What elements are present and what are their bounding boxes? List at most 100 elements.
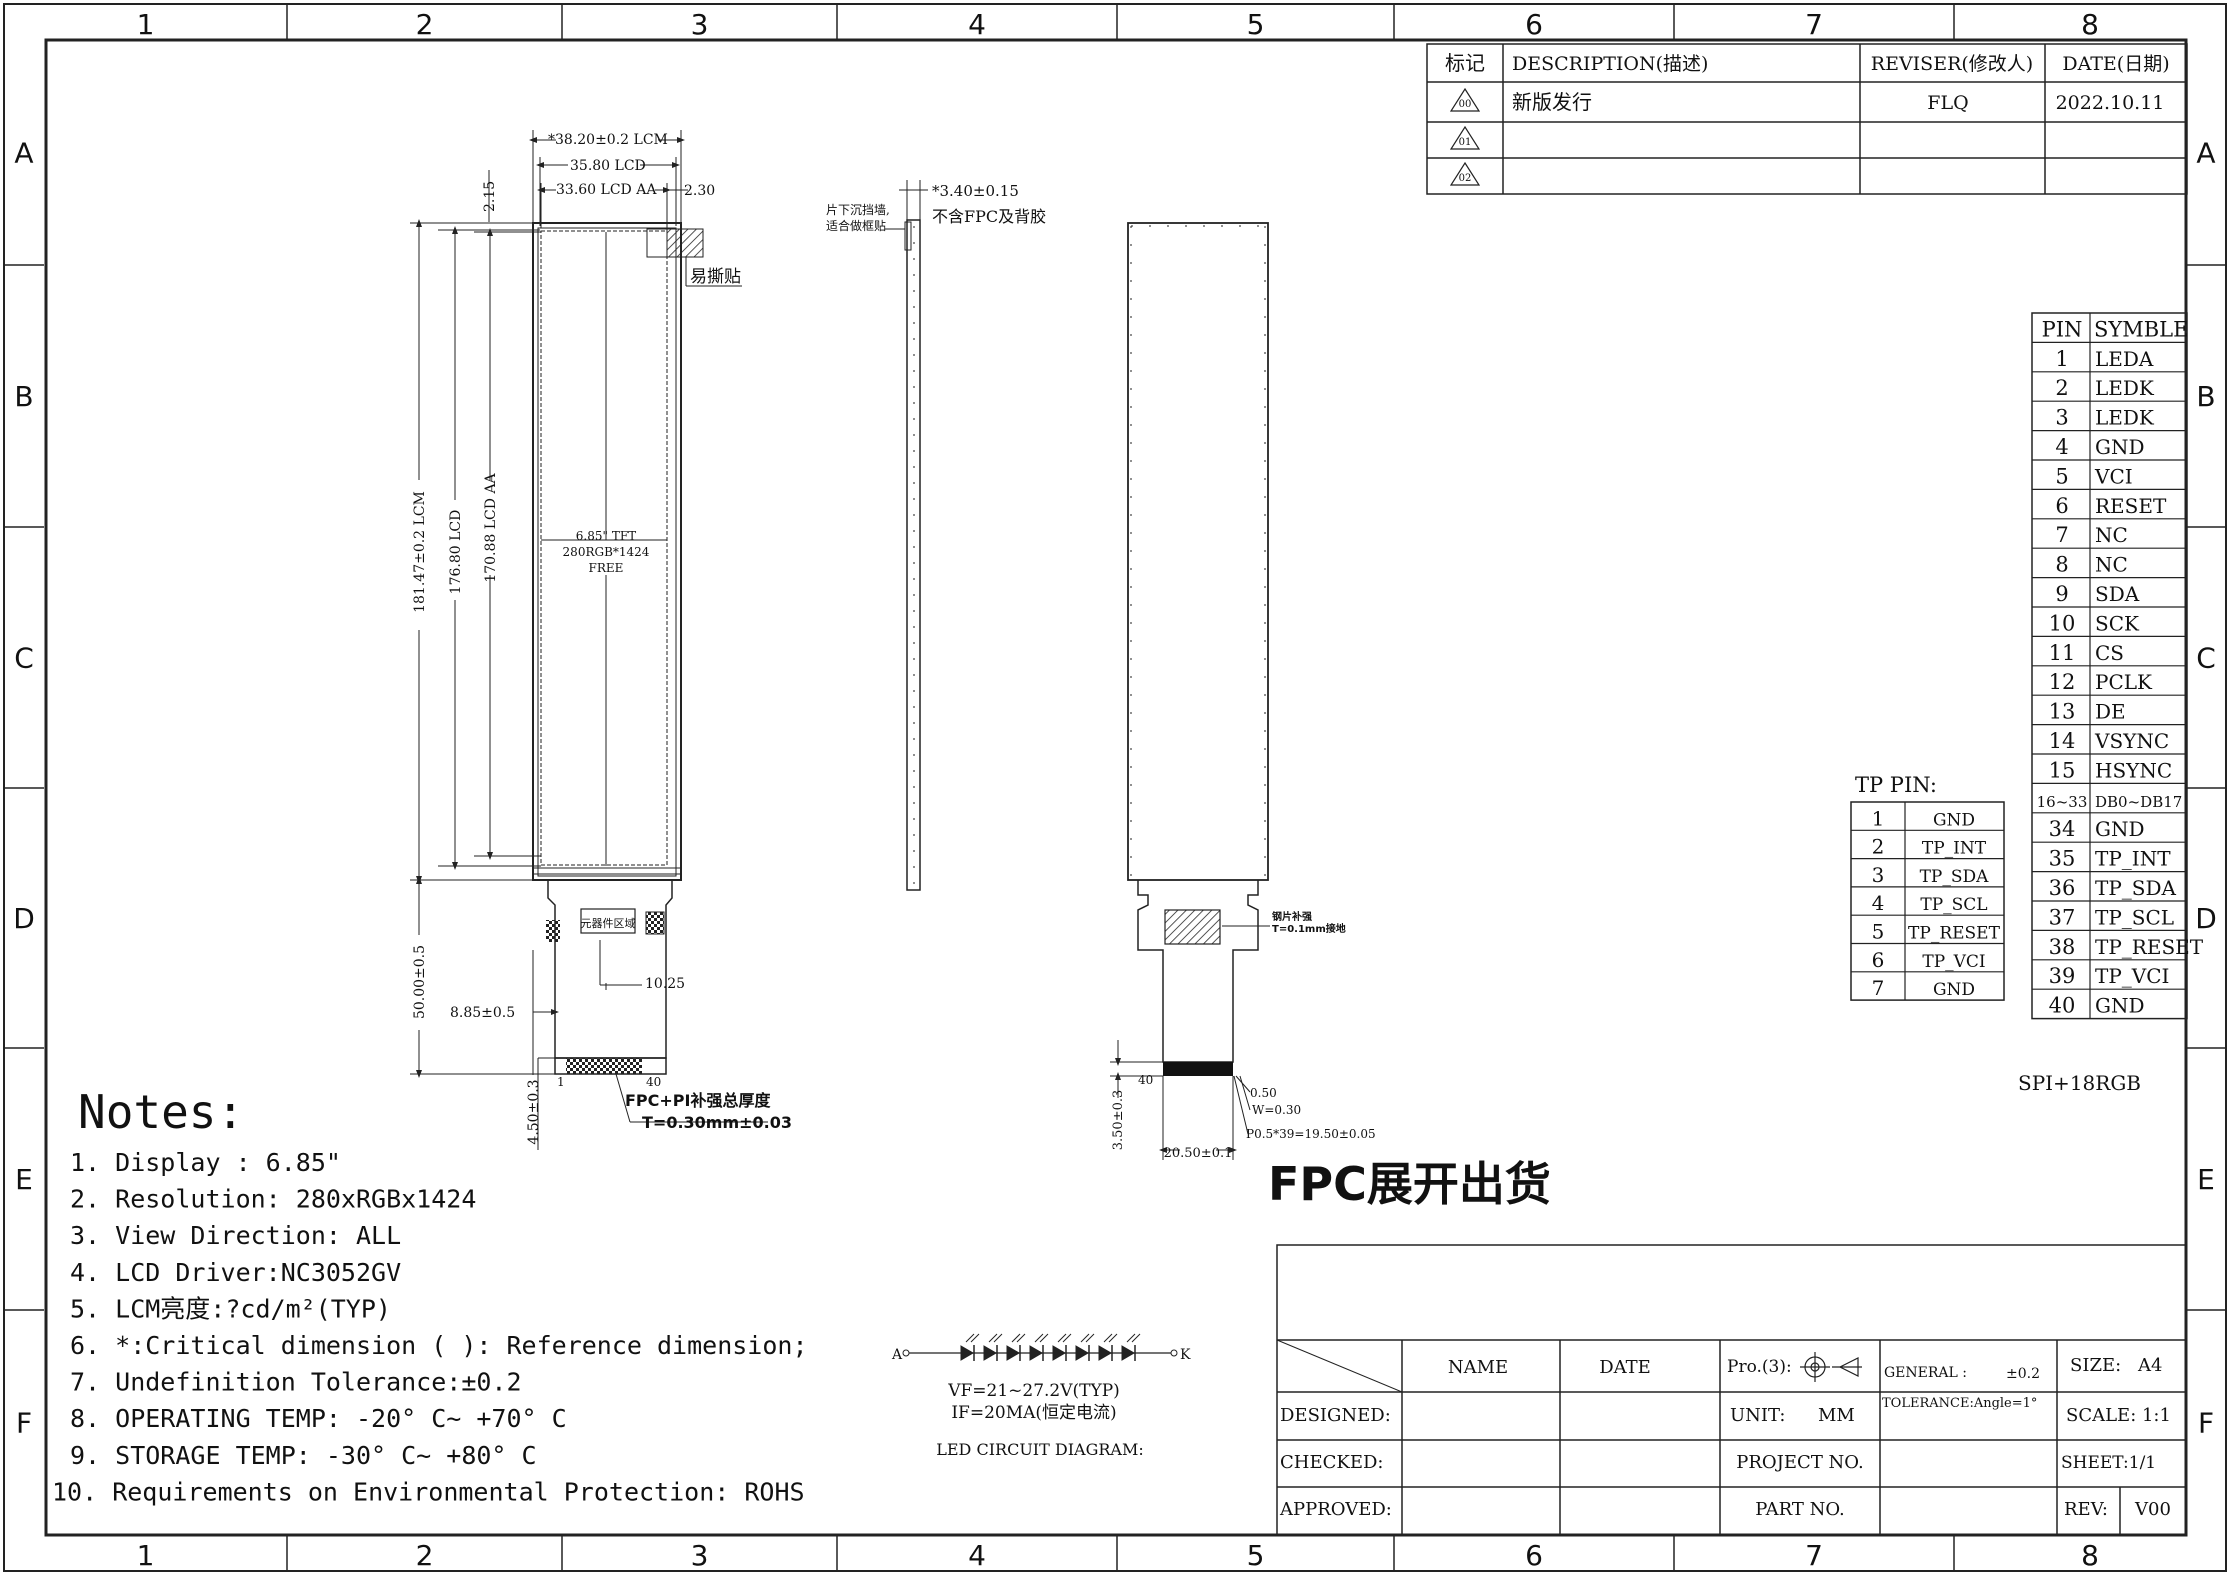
dim-top-gap: 2.15 [482,181,498,212]
dim-aa-height: 170.88 LCD AA [483,472,499,582]
pin-symbol: NC [2095,523,2128,547]
zone-row-label: F [16,1407,32,1440]
pin-header-symbol: SYMBLE [2094,317,2188,341]
pin-last-label: 40 [646,1075,661,1089]
pin-number: 37 [2049,905,2076,929]
zone-col-label: 3 [691,8,709,41]
note-item: 6. *:Critical dimension ( ): Reference d… [70,1331,808,1360]
zone-col-label: 5 [1247,8,1265,41]
back-dim-pitch-gap: 0.50 [1250,1086,1277,1100]
pin-symbol: RESET [2095,494,2167,518]
led-diode-icon [1075,1333,1095,1361]
zone-col-label: 7 [1805,1539,1823,1572]
note-item: 2. Resolution: 280xRGBx1424 [70,1185,476,1214]
led-anode: A [891,1347,903,1363]
zone-col-label: 8 [2081,8,2099,41]
dim-right-gap: 2.30 [684,183,715,199]
pin-symbol: PCLK [2095,670,2153,694]
back-dim-tail-width: 20.50±0.1 [1164,1146,1233,1161]
pin-symbol: VCI [2094,464,2133,488]
led-diode-icon [983,1333,1003,1361]
pin-symbol: DB0~DB17 [2095,793,2182,811]
thickness-note: 不含FPC及背胶 [932,207,1046,226]
revision-table: 标记 DESCRIPTION(描述) REVISER(修改人) DATE(日期)… [1426,43,2188,195]
pin-symbol: LEDK [2095,376,2155,400]
note-item: 8. OPERATING TEMP: -20° C~ +70° C [70,1404,567,1433]
zone-row-label: D [2195,902,2217,935]
zone-row-label: C [14,642,34,675]
pin-number: 15 [2049,758,2076,782]
revision-triangle-icon [1449,87,1481,112]
dim-tail-height: 4.50±0.3 [526,1079,542,1144]
pin-symbol: LEDK [2095,406,2155,430]
pin-number: 6 [2055,494,2068,518]
pin-symbol: VSYNC [2094,729,2169,753]
tb-scale: SCALE: 1:1 [2066,1405,2171,1426]
tb-linear-tolerance: ±0.2 [2006,1366,2040,1382]
interface-label: SPI+18RGB [2018,1071,2141,1095]
pin-number: 12 [2049,670,2076,694]
front-view [410,130,768,1150]
tb-name-header: NAME [1448,1357,1508,1378]
pin-number: 1 [2055,347,2068,371]
title-block: NAME DATE Pro.(3): GENERAL : ±0.2 TOLERA… [1276,1244,2187,1536]
revision-triangle-icon [1449,161,1481,186]
zone-col-label: 2 [416,1539,434,1572]
fixture-note-line1: 片下沉挡墙, [826,203,890,217]
zone-row-label: E [2197,1163,2215,1196]
zone-row-label: B [2196,380,2215,413]
back-dim-tail-height: 3.50±0.3 [1111,1090,1126,1151]
led-diode-icon [1098,1333,1118,1361]
tb-rev-label: REV: [2064,1499,2108,1520]
led-diode-icon [960,1333,980,1361]
tb-size-label: SIZE: [2070,1355,2121,1376]
note-item: 3. View Direction: ALL [70,1221,401,1250]
back-view-labels: 钢片补强 T=0.1mm接地 40 3.50±0.3 0.50 W=0.30 P… [1111,910,1376,1161]
note-item: 7. Undefinition Tolerance:±0.2 [70,1368,522,1397]
note-item: 4. LCD Driver:NC3052GV [70,1258,401,1287]
pin-number: 7 [2055,523,2068,547]
dim-aa-width: 33.60 LCD AA [556,182,657,198]
zone-row-label: E [15,1163,33,1196]
pin-number: 34 [2049,817,2076,841]
pin-symbol: TP_SDA [2095,876,2177,900]
dim-lcm-width: *38.20±0.2 LCM [548,132,668,148]
projection-icon [1800,1352,1862,1382]
tp-pin-symbol: TP_RESET [1908,924,2001,944]
pin-symbol: TP_SCL [2095,905,2174,929]
pin-number: 2 [2055,376,2068,400]
pin-number: 4 [2055,435,2068,459]
led-circuit: A K VF=21~27.2V(TYP) IF=20MA(恒定电流) LED C… [891,1333,1191,1459]
component-area-label: 元器件区域 [581,917,636,930]
notes-title: Notes: [78,1085,244,1139]
tb-unit-label: UNIT: [1730,1405,1785,1426]
panel-size-label: 6.85" TFT [576,529,636,543]
note-item: 10. Requirements on Environmental Protec… [52,1477,805,1506]
rev-header-description: DESCRIPTION(描述) [1512,53,1708,75]
dim-lcd-height: 176.80 LCD [448,510,464,595]
back-pin-last: 40 [1138,1073,1153,1087]
zone-row-label: D [13,902,35,935]
zone-row-label: A [2196,137,2215,170]
tb-part-no: PART NO. [1755,1499,1845,1520]
rev-reviser: FLQ [1927,92,1968,114]
tb-date-header: DATE [1599,1357,1651,1378]
tb-size-value: A4 [2137,1355,2162,1376]
pin-symbol: LEDA [2095,347,2154,371]
zone-col-label: 2 [416,8,434,41]
tp-pin-symbol: TP_INT [1922,839,1987,859]
rev-mark: 02 [1459,173,1472,184]
tb-approved: APPROVED: [1279,1499,1392,1520]
dim-fpc-offset: 8.85±0.5 [450,1005,515,1021]
dim-lcm-height: 181.47±0.2 LCM [412,491,428,613]
revision-triangle-icon [1449,125,1481,150]
tb-projection: Pro.(3): [1727,1357,1792,1377]
led-diode-icon [1006,1333,1026,1361]
tp-pin-number: 7 [1872,976,1885,1000]
note-item: 9. STORAGE TEMP: -30° C~ +80° C [70,1441,537,1470]
tp-pin-symbol: TP_SDA [1920,867,1990,887]
rev-mark: 01 [1459,137,1472,148]
